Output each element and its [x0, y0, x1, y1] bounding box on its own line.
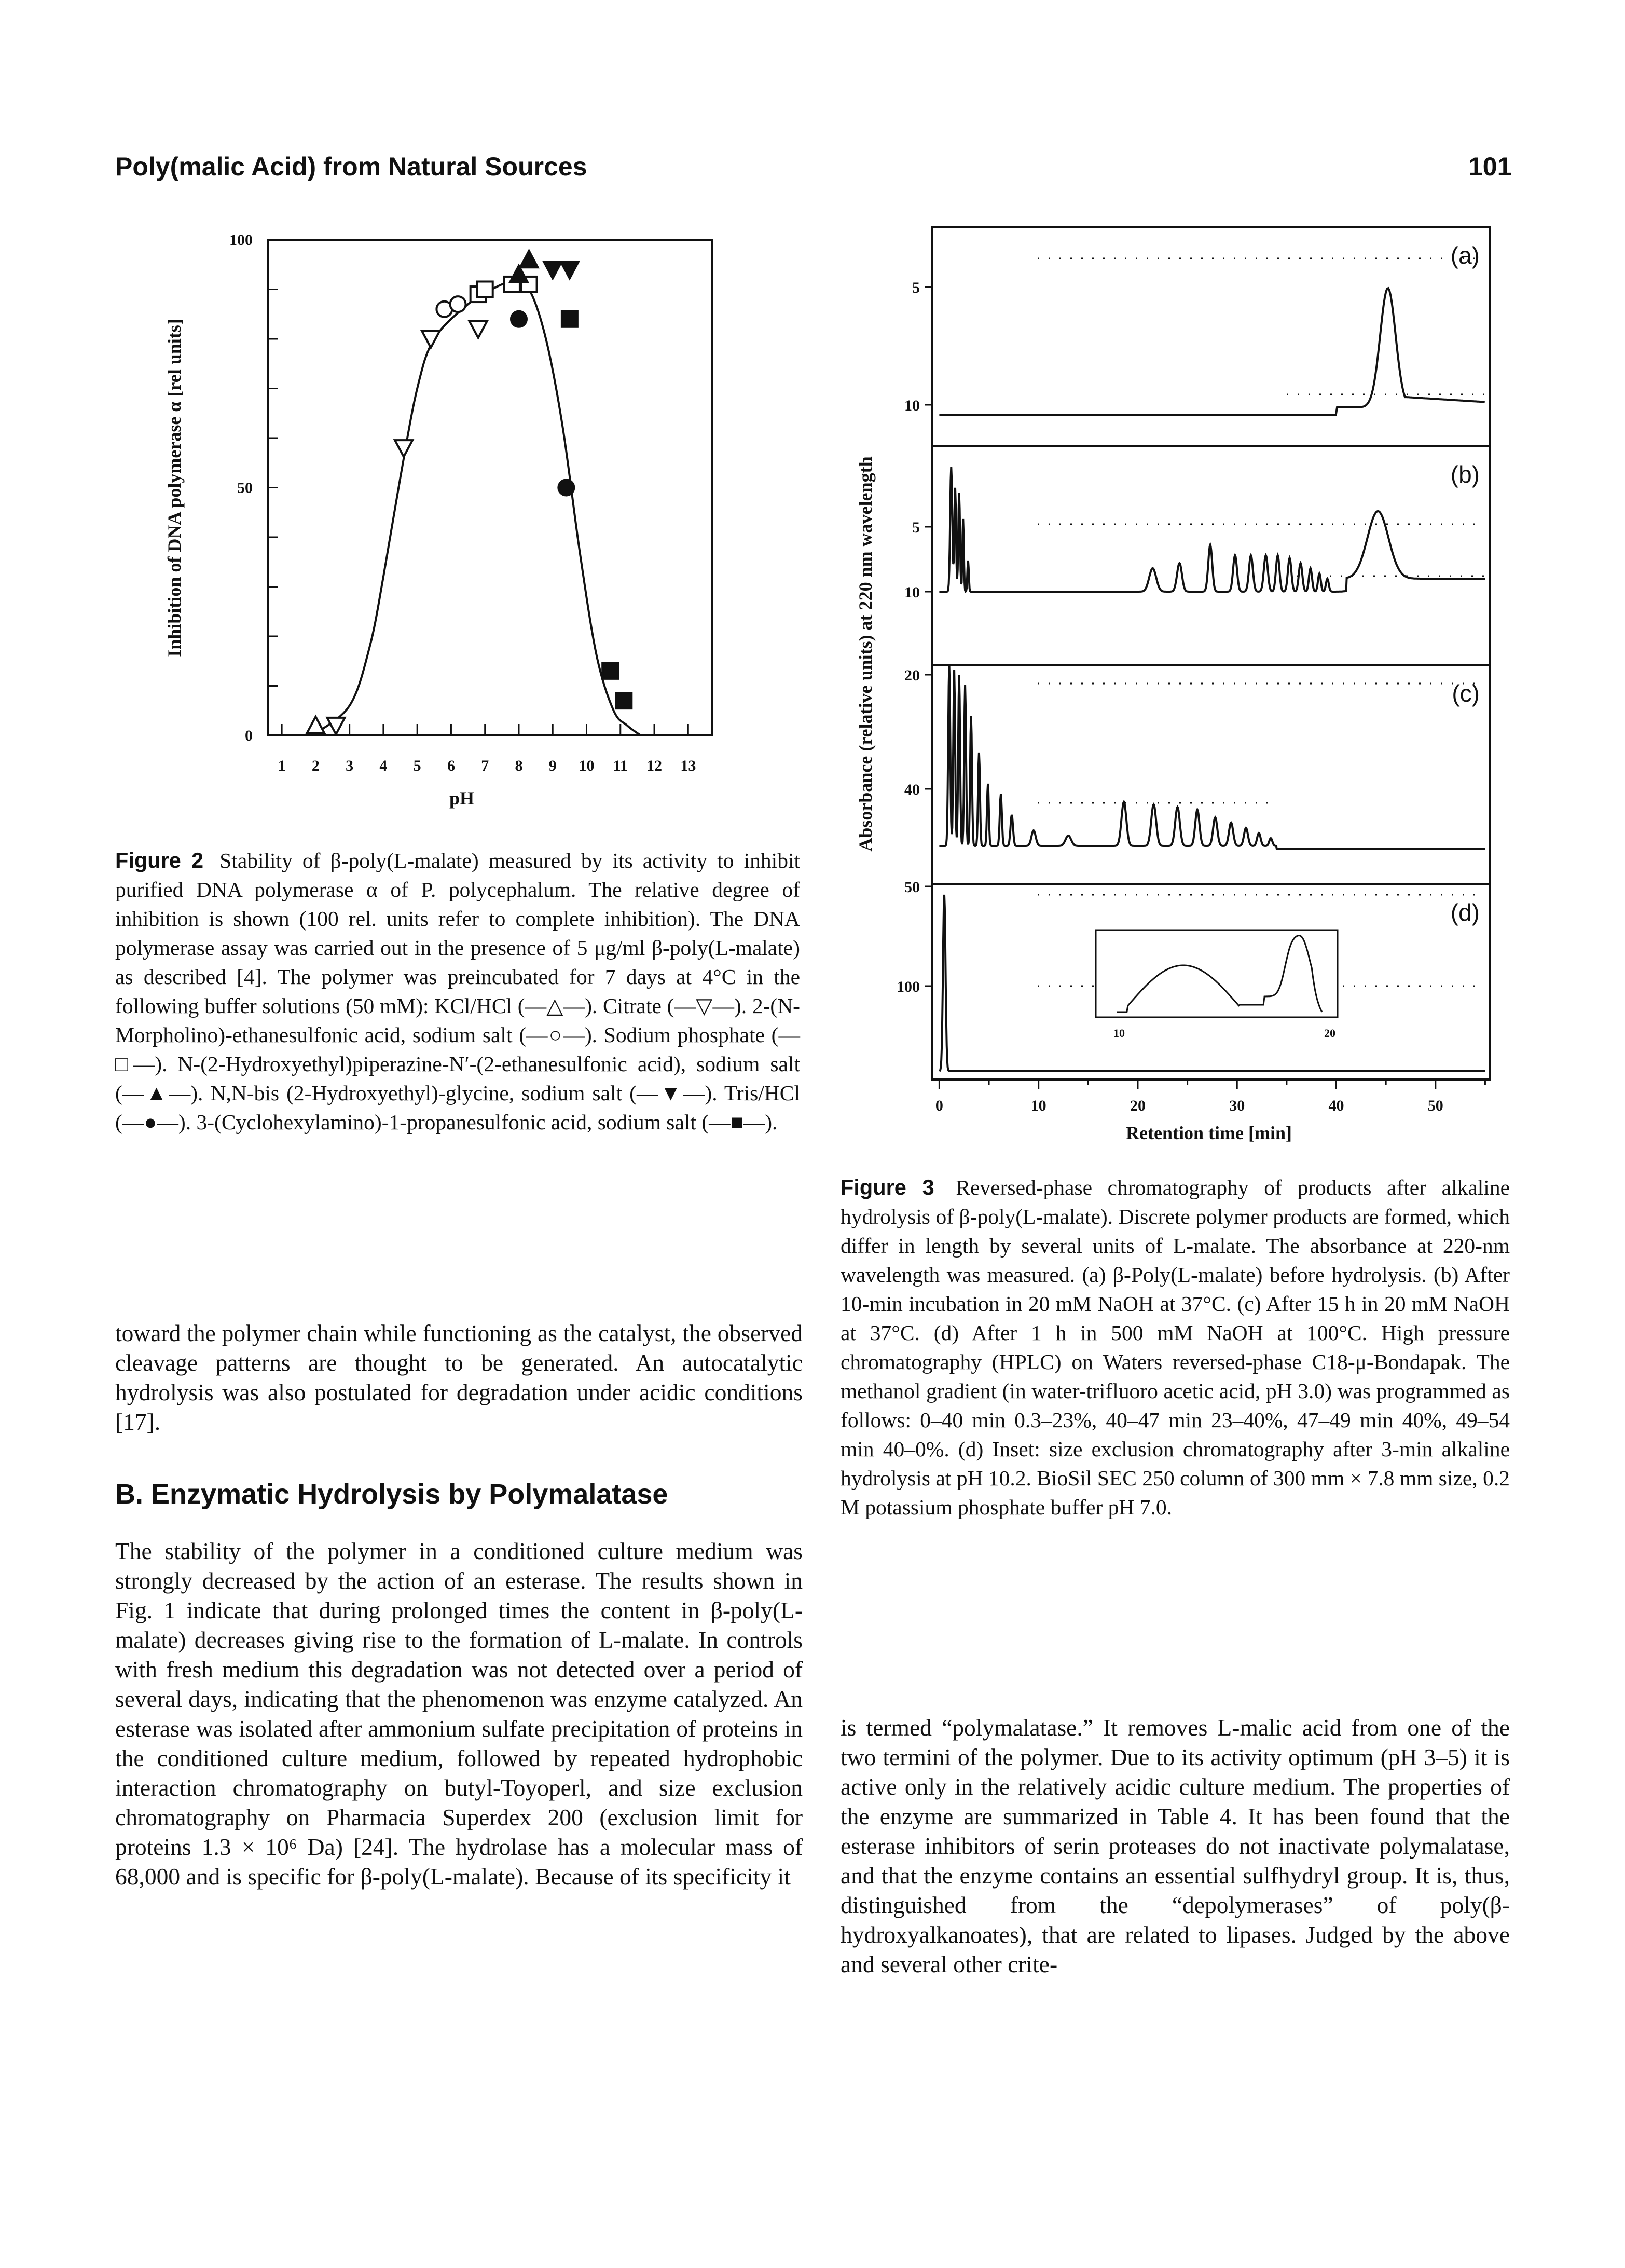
fig3-x-tick-label: 50	[1428, 1097, 1443, 1114]
fig2-x-tick-label: 3	[346, 757, 353, 774]
fig2-x-tick-label: 9	[549, 757, 557, 774]
figure-2-label: Figure 2	[115, 848, 204, 872]
left-paragraph-1-text: toward the polymer chain while functioni…	[115, 1320, 803, 1435]
fig3-y-tick-label: 100	[897, 978, 920, 995]
fig3-x-tick-label: 10	[1031, 1097, 1046, 1114]
fig2-data-point	[508, 263, 530, 283]
fig2-data-point	[601, 662, 619, 680]
fig2-x-tick-label: 2	[312, 757, 320, 774]
fig2-x-axis-title: pH	[449, 788, 474, 809]
fig2-data-point	[542, 261, 563, 281]
fig3-y-tick-label: 10	[904, 584, 920, 601]
fig2-y-axis-title: Inhibition of DNA polymerase α [rel unit…	[164, 319, 185, 657]
figure-3-caption: Figure 3 Reversed-phase chromatography o…	[841, 1173, 1510, 1522]
fig2-data-point	[509, 310, 528, 328]
right-paragraph: is termed “polymalatase.” It removes L-m…	[841, 1713, 1510, 1979]
fig3-inset-tick-label: 20	[1324, 1027, 1335, 1040]
fig3-inset-tick-label: 10	[1113, 1027, 1125, 1040]
left-paragraph-1: toward the polymer chain while functioni…	[115, 1318, 803, 1437]
figure-2-caption-text: Stability of β-poly(L-malate) measured b…	[115, 849, 800, 1134]
fig3-y-tick-label: 10	[904, 397, 920, 414]
fig3-x-tick-label: 0	[935, 1097, 943, 1114]
fig3-inset-trace	[1117, 934, 1323, 1013]
fig3-d-trace	[939, 894, 1485, 1072]
fig2-x-tick-label: 5	[414, 757, 421, 774]
fig2-plot-frame	[267, 239, 713, 736]
fig2-x-tick-label: 6	[447, 757, 455, 774]
fig2-data-point	[449, 295, 467, 313]
fig2-data-point	[518, 248, 540, 269]
fig2-x-tick-label: 12	[646, 757, 662, 774]
fig2-data-point	[615, 692, 633, 710]
fig2-data-point	[467, 320, 489, 340]
fig2-x-tick-label: 8	[515, 757, 522, 774]
fig2-data-point	[557, 479, 575, 497]
fig2-data-point	[476, 280, 494, 298]
fig2-data-point	[325, 716, 347, 737]
fig3-x-tick-label: 20	[1130, 1097, 1146, 1114]
fig2-data-point	[305, 714, 326, 734]
fig3-panel-label: (c)	[1452, 680, 1480, 707]
fig2-data-point	[420, 330, 442, 350]
figure-3-chart: (a) (b) (c) (d) 10 20 10 5 10 5 40 20 100 50 0 10 20 30 4…	[855, 226, 1491, 1143]
fig3-panel-label: (a)	[1451, 242, 1480, 269]
fig2-x-tick-label: 4	[379, 757, 387, 774]
fig3-panel-label: (d)	[1451, 899, 1480, 926]
fig3-x-tick-label: 30	[1229, 1097, 1245, 1114]
fig3-y-tick-label: 5	[912, 519, 920, 536]
figure-3-caption-text: Reversed-phase chromatography of product…	[841, 1176, 1510, 1519]
fig3-x-tick-label: 40	[1329, 1097, 1344, 1114]
fig3-b-trace	[939, 467, 1485, 593]
fig3-y-axis-title: Absorbance (relative units) at 220 nm wa…	[855, 456, 876, 851]
fig3-y-tick-label: 40	[904, 781, 920, 798]
fig2-x-tick-label: 13	[680, 757, 696, 774]
fig2-data-point	[559, 261, 581, 281]
figure-2-caption: Figure 2 Stability of β-poly(L-malate) m…	[115, 846, 800, 1137]
fig3-y-tick-label: 5	[912, 279, 920, 296]
fig2-y-tick-label: 100	[229, 231, 253, 249]
fig2-x-tick-label: 11	[613, 757, 628, 774]
left-paragraph-2-text: The stability of the polymer in a condit…	[115, 1538, 803, 1890]
fig2-x-tick-label: 10	[579, 757, 595, 774]
fig2-x-tick-label: 7	[481, 757, 489, 774]
fig2-fit-curve	[311, 280, 642, 736]
fig3-panel-label: (b)	[1451, 461, 1480, 488]
fig2-y-tick-label: 50	[237, 480, 253, 497]
running-head-title: Poly(malic Acid) from Natural Sources	[115, 152, 587, 181]
fig3-y-tick-label: 20	[904, 667, 920, 684]
fig3-c-trace	[939, 664, 1485, 850]
fig3-x-axis-title: Retention time [min]	[1126, 1123, 1292, 1143]
right-paragraph-text: is termed “polymalatase.” It removes L-m…	[841, 1714, 1510, 1977]
fig2-y-tick-label: 0	[245, 727, 253, 744]
section-heading: B. Enzymatic Hydrolysis by Polymalatase	[115, 1479, 668, 1510]
fig3-a-trace	[939, 286, 1485, 416]
page-number: 101	[1468, 152, 1512, 181]
fig2-x-tick-label: 1	[278, 757, 286, 774]
figure-3-label: Figure 3	[841, 1175, 934, 1199]
left-paragraph-2: The stability of the polymer in a condit…	[115, 1536, 803, 1891]
fig3-y-tick-label: 50	[904, 879, 920, 896]
fig2-data-point	[560, 310, 579, 328]
fig3-plot-frame	[931, 226, 1491, 1081]
fig2-data-point	[393, 439, 415, 459]
fig3-inset-frame	[1095, 929, 1339, 1018]
